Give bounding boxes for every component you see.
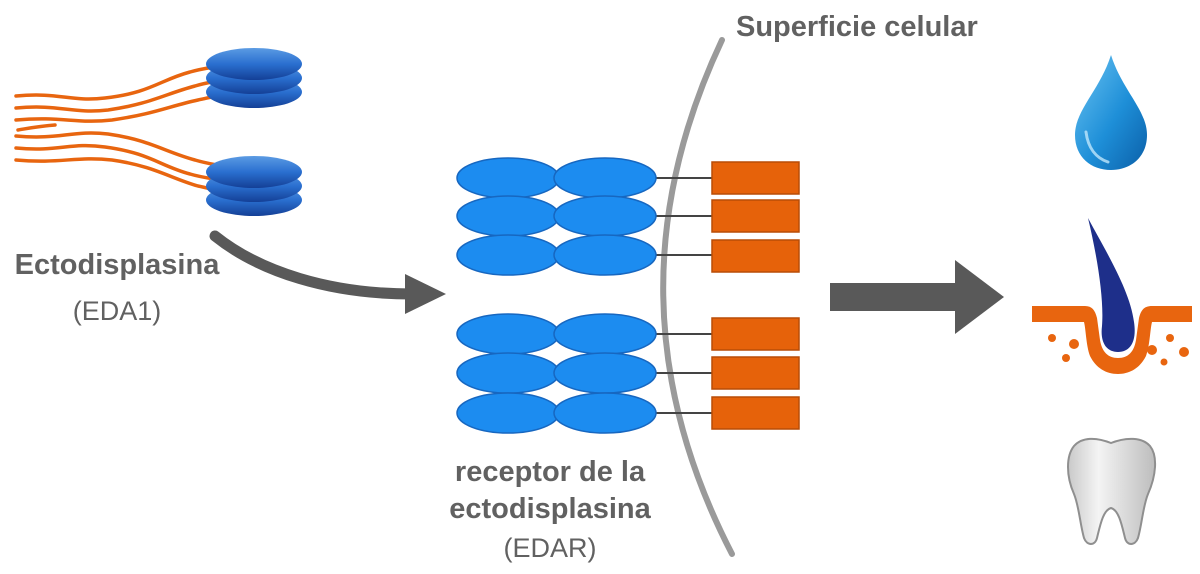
receptor-abbr-label: (EDAR) <box>503 533 597 563</box>
hair-follicle-icon <box>1032 218 1192 374</box>
upper-trimer-disc-stack <box>206 48 302 108</box>
tooth-icon <box>1067 437 1156 545</box>
receptor-name-line1: receptor de la <box>454 456 646 488</box>
ectodysplasin-protein-icon <box>14 48 302 216</box>
sweat-drop-icon <box>1075 55 1147 170</box>
receptor-connectors <box>650 177 712 414</box>
binding-arrow <box>209 230 446 314</box>
ligand-abbr-label: (EDA1) <box>72 296 162 326</box>
receptor-intracellular-boxes <box>711 161 800 430</box>
cell-surface-label: Superficie celular <box>736 11 978 43</box>
cell-membrane <box>660 37 735 557</box>
receptor-name-line2: ectodisplasina <box>449 493 651 525</box>
receptor-cluster-icon <box>456 157 800 434</box>
receptor-extracellular-ovals <box>456 157 657 434</box>
signaling-arrow <box>830 260 1004 334</box>
ligand-name-label: Ectodisplasina <box>14 249 220 281</box>
lower-trimer-disc-stack <box>206 156 302 216</box>
